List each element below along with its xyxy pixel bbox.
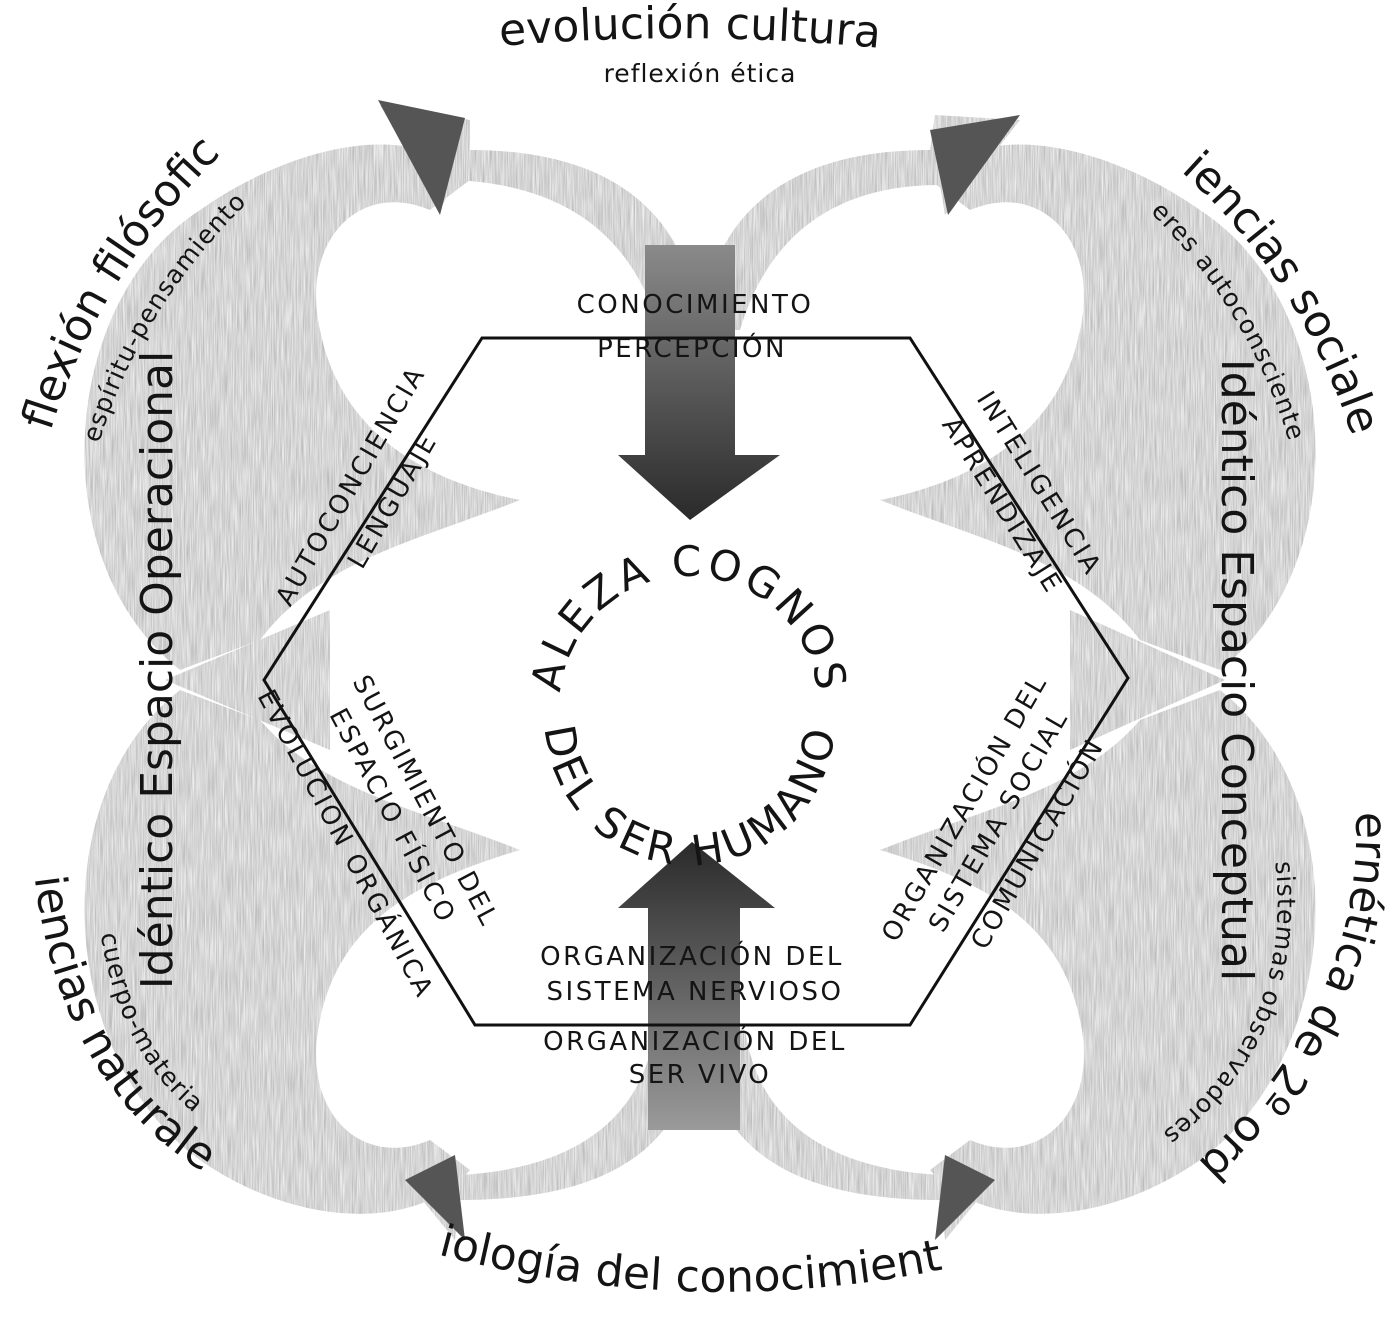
arrow-head-top-left (378, 100, 465, 215)
arrow-head-bottom-right (935, 1155, 995, 1240)
arrow-up-center (618, 842, 775, 1130)
arrow-head-bottom-left (405, 1155, 465, 1240)
label-reflexion-etica: reflexión ética (604, 59, 797, 88)
label-espacio-conceptual: Idéntico Espacio Conceptual (1211, 359, 1262, 981)
arc-top-left (380, 105, 700, 330)
pencil-shading (84, 105, 1316, 1240)
label-percepcion: PERCEPCIÓN (597, 332, 787, 364)
wedge-left (165, 610, 330, 750)
loop-top-left (84, 144, 520, 671)
arrow-head-top-right (930, 115, 1020, 215)
arc-bottom-left (410, 1030, 700, 1240)
label-organizacion-ser-vivo-2: SER VIVO (629, 1060, 772, 1090)
label-organizacion-sistema-nervioso-2: SISTEMA NERVIOSO (547, 977, 844, 1007)
label-evolucion-cultural: evolución cultural (0, 0, 883, 59)
label-organizacion-sistema-nervioso-1: ORGANIZACIÓN DEL (540, 940, 844, 972)
loop-bottom-right (880, 690, 1316, 1214)
wedge-right (1070, 610, 1225, 750)
label-conocimiento: CONOCIMIENTO (577, 290, 814, 320)
label-espacio-operacional: Idéntico Espacio Operacional (132, 351, 183, 989)
arc-bottom-right (700, 1030, 990, 1240)
outer-arrow-heads (378, 100, 1020, 1240)
arrow-down-center (618, 245, 780, 520)
loop-top-right (880, 144, 1316, 671)
hexagon-outline (262, 336, 1130, 1027)
label-organizacion-ser-vivo-1: ORGANIZACIÓN DEL (543, 1025, 847, 1057)
loop-bottom-left (84, 690, 520, 1214)
label-del-ser-humano: DEL SER HUMANO (534, 721, 846, 876)
